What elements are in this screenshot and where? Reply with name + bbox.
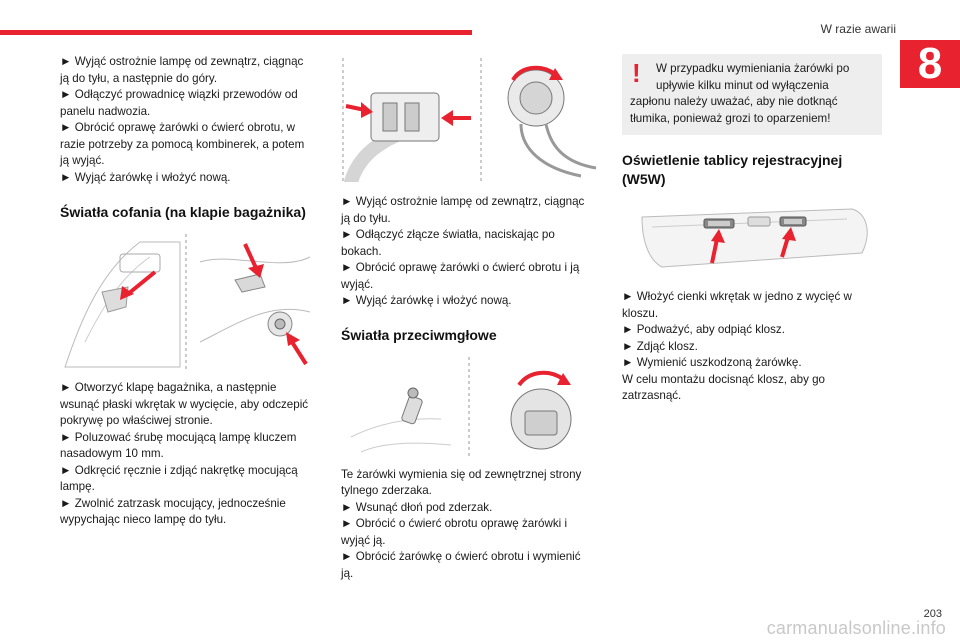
- fog-light-illustration: [350, 356, 572, 457]
- warning-line: upływie kilku minut od wyłączenia: [656, 78, 829, 92]
- text-line: lampę.: [60, 480, 95, 493]
- text-line: zatrzasnąć.: [622, 389, 682, 402]
- text-line: wsunąć płaski wkrętak w wycięcie, aby od…: [60, 397, 309, 411]
- text-line: ► Podważyć, aby odpiąć klosz.: [622, 323, 785, 336]
- text-line: ją.: [341, 566, 354, 580]
- figure-lamp-removal: [341, 58, 601, 182]
- text-line: wyjąć.: [341, 277, 374, 291]
- text-line: ► Obrócić o ćwierć obrotu oprawę żarówki…: [341, 517, 568, 530]
- text-line: pokrywę po właściwej stronie.: [60, 414, 213, 427]
- red-arrow-icon: [441, 110, 471, 126]
- column-right: ! W przypadku wymieniania żarówki po upł…: [622, 54, 882, 405]
- figure-fog-light: [341, 356, 601, 457]
- warning-line: W przypadku wymieniania żarówki po: [656, 62, 850, 75]
- red-arrow-icon: [120, 270, 157, 300]
- text-line: ► Zwolnić zatrzask mocujący, jednocześni…: [60, 496, 286, 510]
- page-number: 203: [923, 608, 942, 620]
- red-arrow-icon: [286, 332, 308, 366]
- text-line: ► Wymienić uszkodzoną żarówkę.: [622, 356, 802, 369]
- warning-line: zapłonu należy uważać, aby nie dotknąć: [630, 95, 838, 108]
- text-line: wyjąć ją.: [341, 533, 386, 547]
- text-line: wypychając nieco lampę do tyłu.: [60, 513, 227, 526]
- text-line: ► Poluzować śrubę mocującą lampę kluczem: [60, 430, 297, 444]
- warning-text: W przypadku wymieniania żarówki po upływ…: [630, 61, 872, 127]
- warning-line: tłumika, ponieważ grozi to oparzeniem!: [630, 111, 831, 125]
- heading-fog-lights: Światła przeciwmgłowe: [341, 326, 497, 343]
- red-arrow-icon: [511, 65, 563, 82]
- text-line: ► Wyjąć ostrożnie lampę od zewnątrz, cią…: [60, 55, 304, 68]
- red-arrow-icon: [710, 229, 725, 264]
- heading-license-plate-light: Oświetlenie tablicy rejestracyjnej (W5W): [622, 151, 882, 189]
- text-line: ją do tyłu.: [341, 211, 391, 225]
- text-line: ► Wyjąć żarówkę i włożyć nową.: [341, 294, 512, 307]
- red-arrow-icon: [345, 102, 373, 118]
- red-arrow-icon: [243, 243, 264, 278]
- text-block: ► Włożyć cienki wkrętak w jedno z wycięć…: [622, 289, 882, 405]
- section-title: W razie awarii: [820, 22, 896, 36]
- heading-line: Oświetlenie tablicy rejestracyjnej: [622, 152, 843, 168]
- figure-reverse-light: [60, 232, 320, 372]
- text-line: ► Włożyć cienki wkrętak w jedno z wycięć…: [622, 290, 852, 303]
- text-line: ► Obrócić oprawę żarówki o ćwierć obrotu…: [60, 121, 296, 134]
- text-line: kloszu.: [622, 306, 659, 320]
- text-line: tylnego zderzaka.: [341, 484, 432, 497]
- text-line: ► Wyjąć ostrożnie lampę od zewnątrz, cią…: [341, 195, 585, 208]
- text-line: ► Obrócić oprawę żarówki o ćwierć obrotu…: [341, 261, 580, 274]
- license-plate-light-illustration: [641, 208, 868, 268]
- text-line: razie potrzeby za pomocą kombinerek, a p…: [60, 137, 305, 151]
- text-line: ► Otworzyć klapę bagażnika, a następnie: [60, 381, 277, 394]
- text-line: ► Obrócić żarówkę o ćwierć obrotu i wymi…: [341, 550, 581, 563]
- chapter-badge: 8: [900, 40, 960, 88]
- text-block: ► Otworzyć klapę bagażnika, a następnie …: [60, 380, 320, 529]
- text-line: ► Odłączyć złącze światła, naciskając po: [341, 228, 555, 241]
- text-line: ► Wyjąć żarówkę i włożyć nową.: [60, 170, 231, 184]
- figure-license-plate-light: [622, 203, 882, 279]
- text-line: ► Odłączyć prowadnicę wiązki przewodów o…: [60, 88, 298, 101]
- heading-reverse-lights: Światła cofania (na klapie bagażnika): [60, 204, 306, 220]
- text-block: ► Wyjąć ostrożnie lampę od zewnątrz, cią…: [341, 194, 601, 310]
- heading-line: (W5W): [622, 171, 666, 187]
- text-line: W celu montażu docisnąć klosz, aby go: [622, 372, 825, 386]
- column-middle: ► Wyjąć ostrożnie lampę od zewnątrz, cią…: [341, 58, 601, 582]
- text-line: Te żarówki wymienia się od zewnętrznej s…: [341, 467, 582, 481]
- column-left: ► Wyjąć ostrożnie lampę od zewnątrz, cią…: [60, 54, 320, 529]
- warning-exclamation-icon: !: [632, 58, 641, 88]
- warning-box: ! W przypadku wymieniania żarówki po upł…: [622, 54, 882, 135]
- lamp-removal-illustration: [342, 58, 597, 182]
- watermark: carmanualsonline.info: [766, 618, 946, 638]
- text-line: nasadowym 10 mm.: [60, 447, 164, 460]
- header-accent-bar: [0, 30, 472, 35]
- text-line: bokach.: [341, 244, 382, 258]
- red-arrow-icon: [517, 370, 571, 386]
- text-line: panelu nadwozia.: [60, 104, 151, 118]
- text-line: ją do tyłu, a następnie do góry.: [60, 71, 218, 85]
- reverse-light-illustration: [64, 234, 311, 370]
- text-block: Te żarówki wymienia się od zewnętrznej s…: [341, 467, 601, 583]
- text-line: ► Odkręcić ręcznie i zdjąć nakrętkę mocu…: [60, 463, 298, 477]
- text-block: ► Wyjąć ostrożnie lampę od zewnątrz, cią…: [60, 54, 320, 186]
- text-line: ją wyjąć.: [60, 154, 105, 167]
- text-line: ► Zdjąć klosz.: [622, 339, 698, 353]
- red-arrow-icon: [780, 227, 796, 258]
- text-line: ► Wsunąć dłoń pod zderzak.: [341, 500, 493, 514]
